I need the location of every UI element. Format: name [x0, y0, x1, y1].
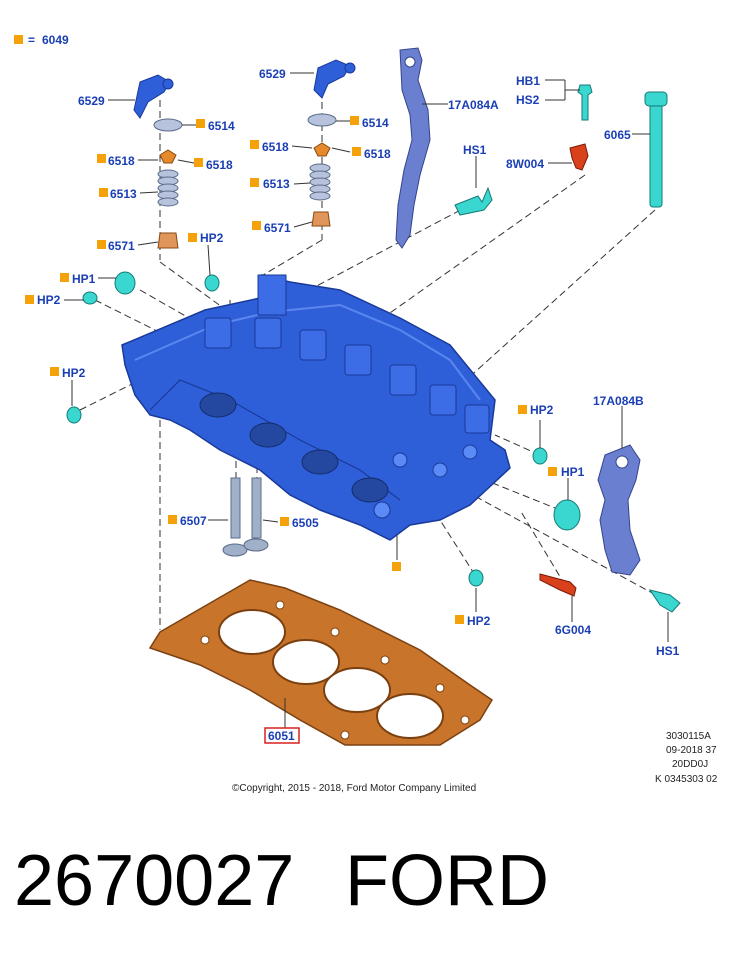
label-6571-right: 6571 [264, 221, 291, 235]
label-6514-right: 6514 [362, 116, 389, 130]
label-17A084A: 17A084A [448, 98, 499, 112]
label-HP1-a: HP1 [72, 272, 96, 286]
label-6518-left-b: 6518 [206, 158, 233, 172]
label-6513-right: 6513 [263, 177, 290, 191]
drawing-metadata: 3030115A 09-2018 37 20DD0J K 0345303 02 [655, 731, 718, 785]
sensors [539, 143, 589, 597]
label-17A084B: 17A084B [593, 394, 644, 408]
head-gasket [148, 579, 494, 746]
legend-equals: = [28, 33, 35, 47]
label-6051-box [264, 727, 300, 744]
valvetrain-left [133, 74, 183, 249]
label-HP2-c: HP2 [62, 366, 86, 380]
valves [222, 477, 269, 557]
legend-part-6049: 6049 [42, 33, 69, 47]
label-6G004: 6G004 [555, 623, 591, 637]
label-6529-right: 6529 [259, 67, 286, 81]
label-6518-right-b: 6518 [364, 147, 391, 161]
label-6518-left-a: 6518 [108, 154, 135, 168]
label-HS1-bottom: HS1 [656, 644, 680, 658]
part-labels: 6529 6529 6514 6514 6518 6518 6518 6518 … [37, 67, 680, 744]
label-HS1-top: HS1 [463, 143, 487, 157]
meta-line-1: 3030115A [666, 731, 711, 742]
label-HP1-b: HP1 [561, 465, 585, 479]
valvetrain-right [307, 59, 356, 227]
label-HS2: HS2 [516, 93, 540, 107]
label-HP2-b: HP2 [37, 293, 61, 307]
label-6051: 6051 [268, 729, 295, 743]
label-6518-right-a: 6518 [262, 140, 289, 154]
bracket-17A084B [597, 444, 641, 576]
copyright-text: ©Copyright, 2015 - 2018, Ford Motor Comp… [232, 783, 476, 794]
label-HP2-a: HP2 [200, 231, 224, 245]
bracket-17A084A [395, 47, 431, 249]
label-6507: 6507 [180, 514, 207, 528]
label-6514-left: 6514 [208, 119, 235, 133]
label-6513-left: 6513 [110, 187, 137, 201]
meta-line-3: 20DD0J [672, 759, 708, 770]
footer-part-number: 2670027 [14, 841, 294, 921]
label-6571-left: 6571 [108, 239, 135, 253]
meta-line-4: K 0345303 02 [655, 774, 718, 785]
label-HP2-d: HP2 [530, 403, 554, 417]
label-6505: 6505 [292, 516, 319, 530]
label-8W004: 8W004 [506, 157, 544, 171]
label-6065: 6065 [604, 128, 631, 142]
cylinder-head [121, 274, 511, 541]
label-6529-left: 6529 [78, 94, 105, 108]
legend-marker [14, 35, 23, 44]
fasteners [66, 84, 681, 613]
footer-brand: FORD [345, 841, 549, 921]
meta-line-2: 09-2018 37 [666, 745, 717, 756]
label-HB1: HB1 [516, 74, 540, 88]
label-HP2-e: HP2 [467, 614, 491, 628]
leader-lines [64, 72, 669, 728]
marker-squares [25, 116, 557, 624]
